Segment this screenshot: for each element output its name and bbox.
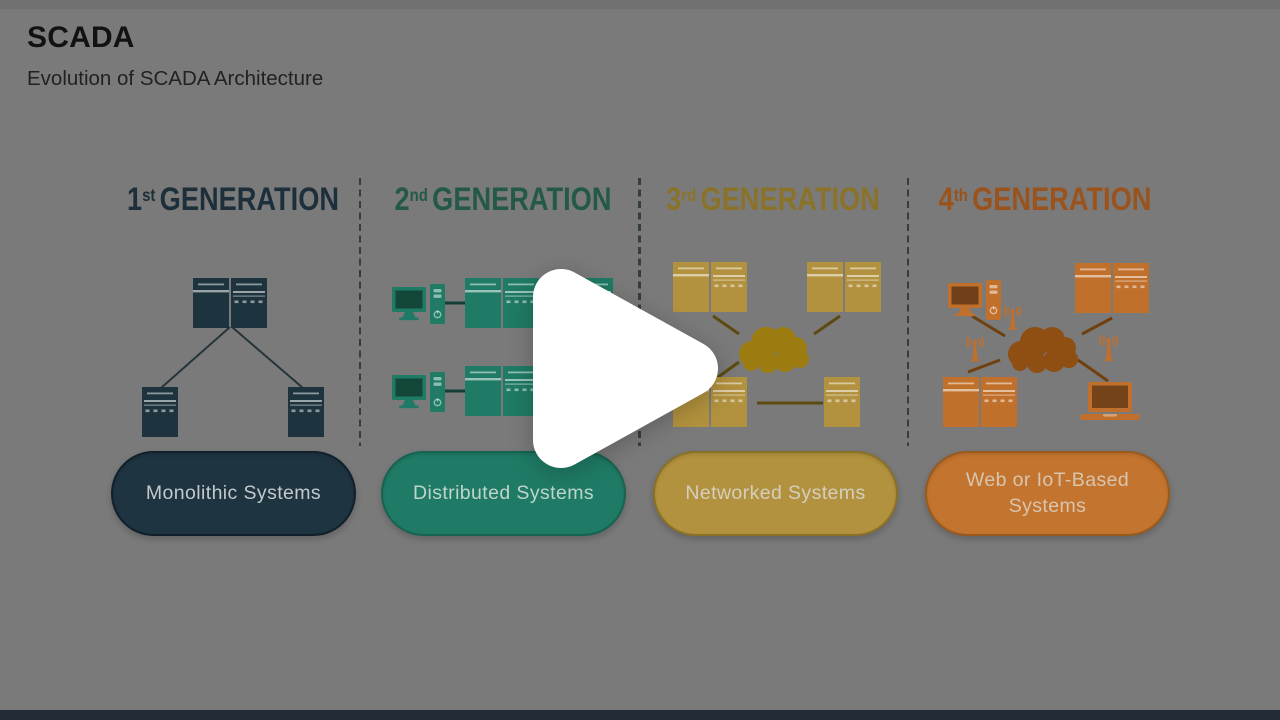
gen1-system-label: Monolithic Systems	[145, 481, 322, 504]
play-button[interactable]	[533, 269, 718, 468]
column-divider	[358, 178, 361, 446]
gen3-word: GENERATION	[700, 181, 880, 217]
gen2-system-label: Distributed Systems	[413, 481, 594, 504]
video-progress-bar[interactable]	[0, 710, 1280, 720]
gen2-number: 2	[394, 181, 410, 217]
gen4-number: 4	[938, 181, 954, 217]
gen1-word: GENERATION	[159, 181, 339, 217]
gen4-ordinal: th	[953, 184, 968, 205]
title-block: SCADA Evolution of SCADA Architecture	[27, 21, 323, 91]
column-divider	[906, 178, 909, 446]
gen1-number: 1	[126, 181, 143, 217]
gen3-system-pill: Networked Systems	[653, 451, 898, 536]
page-title: SCADA	[27, 21, 135, 54]
gen3-system-label: Networked Systems	[685, 481, 866, 504]
gen3-number: 3	[666, 181, 682, 217]
gen4-word: GENERATION	[972, 181, 1152, 217]
gen1-ordinal: st	[142, 184, 156, 205]
gen3-ordinal: rd	[681, 184, 697, 205]
gen1-system-pill: Monolithic Systems	[111, 451, 356, 536]
gen2-ordinal: nd	[409, 184, 428, 205]
page-subtitle: Evolution of SCADA Architecture	[27, 67, 324, 90]
gen2-word: GENERATION	[432, 181, 612, 217]
gen4-system-pill: Web or IoT-Based Systems	[925, 451, 1170, 536]
gen4-system-label: Web or IoT-Based Systems	[965, 469, 1130, 517]
gen2-system-pill: Distributed Systems	[381, 451, 626, 536]
top-shade	[0, 0, 1280, 9]
